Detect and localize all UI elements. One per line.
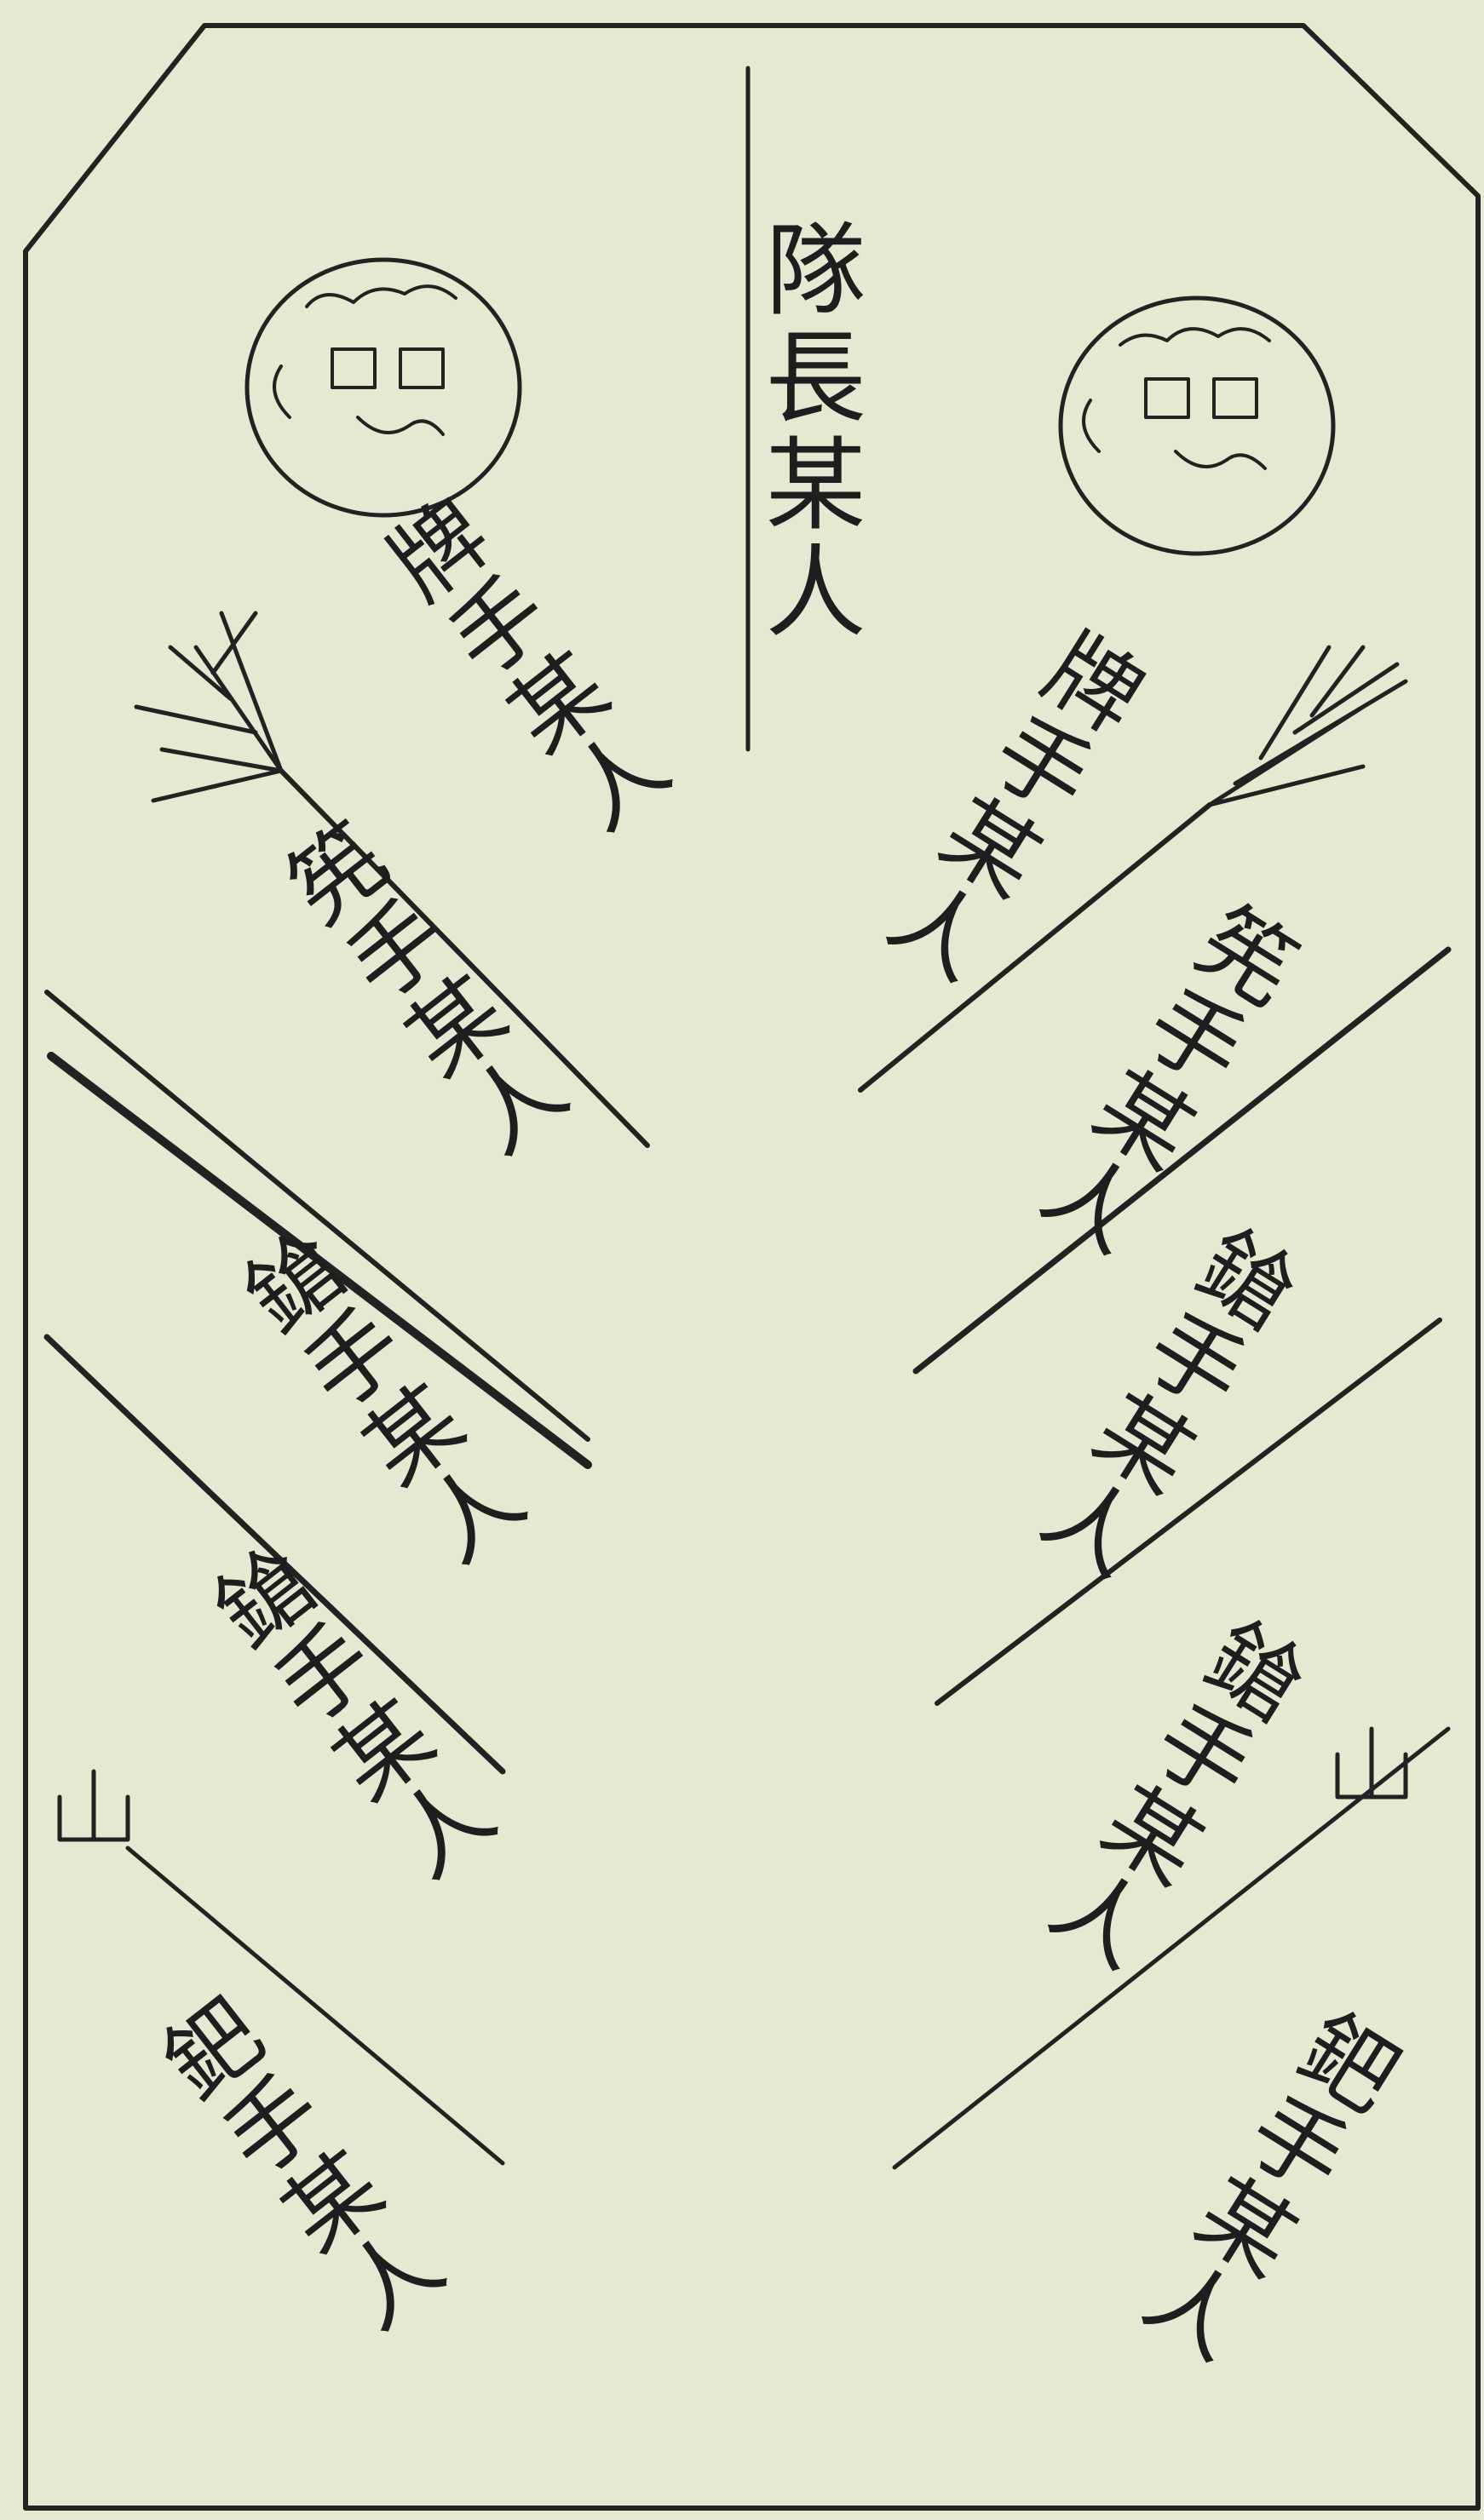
page-title: 隊長某人 [748, 217, 866, 646]
left-rules [43, 768, 650, 2166]
mountain-mark-left [57, 1769, 130, 1842]
outer-frame [23, 23, 1481, 2511]
left-branch-icon [134, 611, 284, 803]
right-branch-icon [1207, 645, 1408, 807]
mountain-mark-right [1335, 1726, 1408, 1800]
left-seal [244, 257, 522, 518]
right-rules [858, 802, 1452, 2170]
right-seal [1058, 296, 1336, 556]
